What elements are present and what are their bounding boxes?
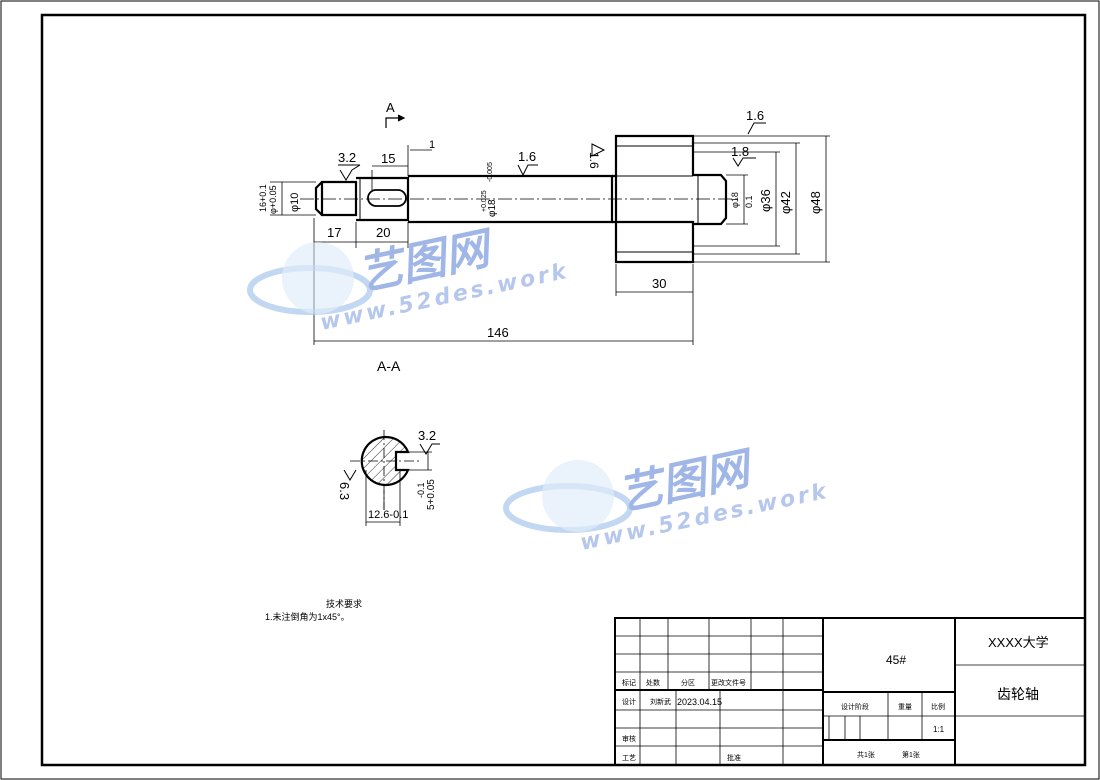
tb-col-mark: 标记 xyxy=(622,678,636,687)
watermark-2: 艺图网 www.52des.work xyxy=(503,442,831,556)
section-view xyxy=(343,430,440,526)
tb-university: XXXX大学 xyxy=(988,635,1049,650)
tb-part-name: 齿轮轴 xyxy=(997,686,1039,702)
dim-146: 146 xyxy=(487,325,509,340)
tb-designer-label: 设计 xyxy=(622,697,636,706)
tb-col-count: 处数 xyxy=(646,678,660,687)
tb-process-label: 工艺 xyxy=(622,754,636,762)
tb-sheet-no: 第1张 xyxy=(902,750,920,759)
tb-material: 45# xyxy=(886,653,906,667)
dim-d36: φ36 xyxy=(758,189,773,212)
tb-date: 2023.04.15 xyxy=(677,697,722,707)
dimension-lines xyxy=(270,135,830,345)
tb-reviewer-label: 审核 xyxy=(622,734,636,743)
tb-scale: 1:1 xyxy=(933,725,945,734)
tb-weight-label: 重量 xyxy=(898,703,912,711)
roughness-3.2: 3.2 xyxy=(338,150,356,165)
roughness-1.6-middle: 1.6 xyxy=(518,149,536,164)
section-roughness-6.3: 6.3 xyxy=(337,482,352,500)
roughness-1.8: 1.8 xyxy=(731,144,749,159)
title-block xyxy=(614,617,1086,766)
roughness-1.6-rotated: 1.6 xyxy=(587,152,601,169)
dim-20: 20 xyxy=(376,225,390,240)
dim-30: 30 xyxy=(652,276,666,291)
inner-frame xyxy=(40,13,1087,767)
tb-sheets-total: 共1张 xyxy=(857,750,875,759)
tb-col-doc: 更改文件号 xyxy=(711,678,746,687)
dim-d10-tol2: φ+0.05 xyxy=(268,185,278,214)
roughness-symbols xyxy=(338,122,766,181)
notes-line-1: 1.未注倒角为1x45°。 xyxy=(265,611,350,622)
section-dim-width: 12.6-0.1 xyxy=(368,509,408,521)
section-roughness-3.2: 3.2 xyxy=(418,428,436,443)
dim-d10: φ10 xyxy=(289,193,301,212)
dim-d18: φ18 xyxy=(487,199,498,217)
dim-d42: φ42 xyxy=(778,191,793,214)
tb-stage-label: 设计阶段 xyxy=(841,702,869,711)
dim-d10-tol: 16+0.1 xyxy=(258,184,268,212)
roughness-1.6-top: 1.6 xyxy=(746,108,764,123)
dim-d18-right-tol: 0.1 xyxy=(744,195,754,208)
tb-scale-label: 比例 xyxy=(931,702,945,711)
dim-17: 17 xyxy=(327,225,341,240)
dim-d48: φ48 xyxy=(808,191,823,214)
tb-designer: 刘新武 xyxy=(650,697,671,706)
notes-title: 技术要求 xyxy=(326,598,362,609)
section-dim-slot: 5+0.05 xyxy=(426,479,437,510)
section-dim-slot-tol: -0.1 xyxy=(416,482,426,498)
dim-d18-tol2: -0.005 xyxy=(487,162,494,182)
section-title: A-A xyxy=(377,358,401,374)
cut-label-a: A xyxy=(386,100,395,115)
dim-d18-tol: +0.025 xyxy=(481,190,488,212)
dim-1: 1 xyxy=(429,139,435,151)
tb-col-zone: 分区 xyxy=(681,678,695,687)
shaft-main-view xyxy=(300,134,740,264)
dim-15: 15 xyxy=(381,151,395,166)
cut-marker-a xyxy=(385,114,406,128)
watermark-1: 艺图网 www.52des.work xyxy=(247,222,571,336)
tb-approve-label: 批准 xyxy=(727,753,741,762)
dim-d18-right: φ18 xyxy=(730,192,740,208)
